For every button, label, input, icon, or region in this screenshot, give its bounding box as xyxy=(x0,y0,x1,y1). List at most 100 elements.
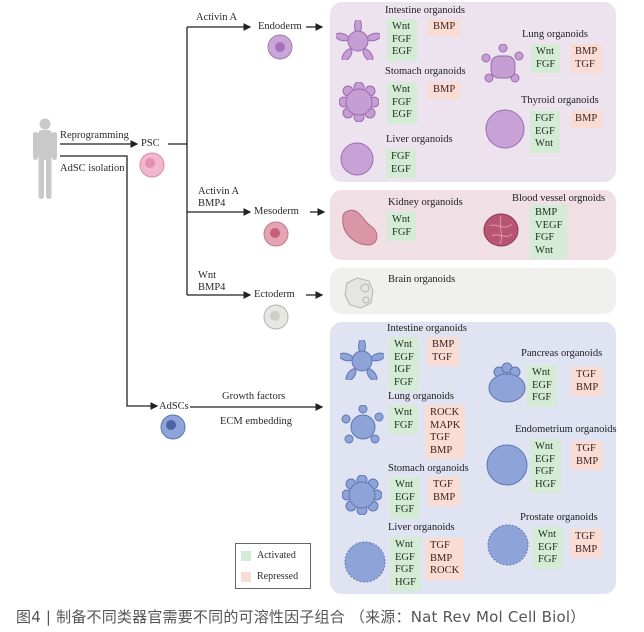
ectoderm-panel xyxy=(330,268,616,314)
factor: TGF xyxy=(575,531,595,542)
adsc-endometrium-title: Endometrium organoids xyxy=(515,424,617,435)
adsc-liver-activated: Wnt EGF FGF HGF xyxy=(390,537,422,591)
factor: FGF xyxy=(392,226,412,238)
factor: FGF xyxy=(391,151,411,162)
factor: Wnt xyxy=(394,407,413,418)
factor: TGF xyxy=(575,58,595,70)
factor: FGF xyxy=(535,232,555,243)
adsc-pancreas-title: Pancreas organoids xyxy=(521,348,603,359)
factor: Wnt xyxy=(395,479,414,490)
factor: Wnt xyxy=(394,339,413,350)
factor: EGF xyxy=(392,46,412,57)
thyroid-organoid-icon xyxy=(485,109,525,149)
ectoderm-factor-label-2: BMP4 xyxy=(198,282,226,293)
factor: EGF xyxy=(395,551,415,563)
endo-thyroid-activated: FGF EGF Wnt xyxy=(530,111,560,153)
adsc-prostate-repressed: TGF BMP xyxy=(570,529,603,558)
meso-blood-vessel-title: Blood vessel orgnoids xyxy=(512,193,606,204)
adsc-endometrium-activated: Wnt EGF FGF HGF xyxy=(530,439,562,493)
adsc-isolation-label: AdSC isolation xyxy=(60,163,125,174)
factor: FGF xyxy=(394,419,414,431)
adsc-prostate-title: Prostate organoids xyxy=(520,512,598,523)
factor: VEGF xyxy=(535,219,563,231)
factor: ROCK xyxy=(430,407,460,418)
adsc-intestine-repressed: BMP TGF xyxy=(427,337,460,366)
adsc-isolation-line xyxy=(60,155,159,410)
brain-organoid-icon xyxy=(344,277,374,309)
endo-intestine-title: Intestine organoids xyxy=(385,5,466,16)
ectoderm-cell-icon xyxy=(263,304,289,330)
adsc-lung-title: Lung organoids xyxy=(388,391,455,402)
adsc-liver-title: Liver organoids xyxy=(388,522,455,533)
factor: FGF xyxy=(535,113,555,124)
endo-stomach-repressed: BMP xyxy=(428,82,461,99)
factor: MAPK xyxy=(430,419,461,431)
liver-organoid-icon xyxy=(340,142,374,176)
factor: FGF xyxy=(394,376,414,388)
stomach-organoid-icon xyxy=(339,82,379,122)
mesoderm-panel xyxy=(330,190,616,260)
endoderm-factor-label: Activin A xyxy=(196,12,238,23)
endo-thyroid-repressed: BMP xyxy=(570,111,603,128)
endo-thyroid-title: Thyroid organoids xyxy=(521,95,599,106)
factor: FGF xyxy=(538,554,558,565)
factor: BMP xyxy=(433,21,456,32)
endo-liver-activated: FGF EGF xyxy=(386,149,416,178)
adsc-liver-organoid-icon xyxy=(344,541,386,583)
human-figure-icon xyxy=(33,118,57,199)
factor: Wnt xyxy=(395,539,414,550)
factor: BMP xyxy=(430,552,453,564)
psc-cell-icon xyxy=(139,152,165,178)
factor: Wnt xyxy=(536,46,555,57)
endometrium-organoid-icon xyxy=(486,444,528,486)
meso-kidney-activated: Wnt FGF xyxy=(387,212,417,241)
factor: BMP xyxy=(535,207,558,218)
adsc-stomach-activated: Wnt EGF FGF xyxy=(390,477,420,519)
factor: HGF xyxy=(395,576,417,588)
ecto-brain-title: Brain organoids xyxy=(388,274,456,285)
pancreas-organoid-icon xyxy=(488,362,526,403)
factor: BMP xyxy=(432,339,455,350)
factor: FGF xyxy=(395,564,415,575)
endoderm-cell-icon xyxy=(267,34,293,60)
factor: TGF xyxy=(576,443,596,454)
factor: EGF xyxy=(395,491,415,503)
factor: EGF xyxy=(391,163,411,175)
factor: EGF xyxy=(394,351,414,363)
adscs-cell-icon xyxy=(160,414,186,440)
endo-stomach-title: Stomach organoids xyxy=(385,66,466,77)
adsc-prostate-activated: Wnt EGF FGF xyxy=(533,527,563,569)
meso-blood-vessel-activated: BMP VEGF FGF Wnt xyxy=(530,205,568,259)
adsc-pancreas-activated: Wnt EGF FGF xyxy=(527,365,557,407)
endo-lung-repressed: BMP TGF xyxy=(570,44,603,73)
factor: TGF xyxy=(576,369,596,380)
ectoderm-factor-label-1: Wnt xyxy=(198,270,217,281)
factor: TGF xyxy=(430,432,450,443)
adsc-lung-repressed: ROCK MAPK TGF BMP xyxy=(425,405,466,459)
intestine-organoid-icon xyxy=(336,20,380,60)
factor: Wnt xyxy=(535,244,554,256)
endo-lung-title: Lung organoids xyxy=(522,29,589,40)
adsc-liver-repressed: TGF BMP ROCK xyxy=(425,538,465,580)
endo-stomach-activated: Wnt FGF EGF xyxy=(387,82,417,124)
adsc-intestine-activated: Wnt EGF IGF FGF xyxy=(389,337,419,391)
mesoderm-label: Mesoderm xyxy=(254,206,299,217)
factor: BMP xyxy=(433,84,456,95)
endo-intestine-repressed: BMP xyxy=(428,19,461,36)
reprogramming-label: Reprogramming xyxy=(60,130,129,141)
factor: ROCK xyxy=(430,565,460,576)
growth-factors-label: Growth factors xyxy=(222,391,286,402)
factor: Wnt xyxy=(532,367,551,378)
adsc-intestine-organoid-icon xyxy=(340,340,384,380)
prostate-organoid-icon xyxy=(487,524,529,566)
factor: Wnt xyxy=(535,138,554,149)
endoderm-label: Endoderm xyxy=(258,21,302,32)
factor: BMP xyxy=(430,444,453,456)
factor: EGF xyxy=(532,379,552,391)
adsc-pancreas-repressed: TGF BMP xyxy=(571,367,604,396)
factor: TGF xyxy=(432,351,452,363)
factor: EGF xyxy=(538,541,558,553)
factor: BMP xyxy=(575,46,598,57)
ecm-embedding-label: ECM embedding xyxy=(220,416,293,427)
